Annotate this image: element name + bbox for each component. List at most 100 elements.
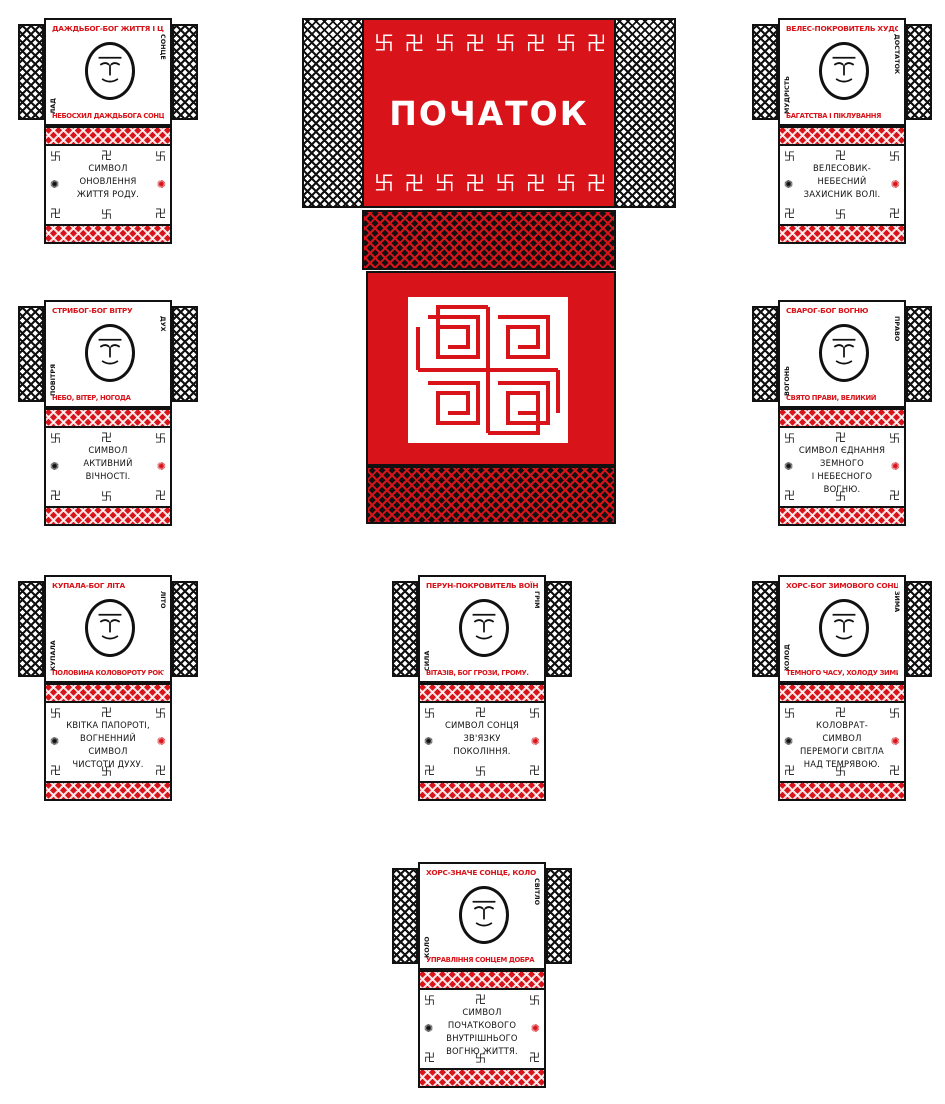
caption-line: ЧИСТОТИ ДУХУ. — [72, 759, 144, 769]
card-side-label-left: ХОЛОД — [783, 644, 791, 671]
deity-card: КУПАЛА-БОГ ЛІТА КУПАЛА ЛІТО ПОЛОВИНА КОЛ… — [18, 575, 198, 801]
card-head: ВЕЛЕС-ПОКРОВИТЕЛЬ ХУДОБИ МУДРІСТЬ ДОСТАТ… — [778, 18, 906, 126]
caption-line: ВОГНЮ ЖИТТЯ. — [446, 1046, 518, 1056]
swastika-icon: 卍 — [50, 764, 61, 777]
card-top-label: ПЕРУН-ПОКРОВИТЕЛЬ ВОЇНІВ — [426, 581, 538, 590]
kolovrat-icon: ✺ — [890, 735, 900, 748]
card-side-label-left: ЛАД — [49, 98, 57, 114]
ornament-strip-top — [778, 408, 906, 428]
center-band-top — [362, 210, 616, 270]
kolovrat-icon: ✺ — [156, 460, 166, 473]
swastika-icon: 卐 — [475, 765, 486, 778]
card-left-wing — [392, 868, 418, 964]
swastika-icon: 卍 — [101, 706, 112, 719]
caption-line: ВОГНЕННИЙ СИМВОЛ — [80, 733, 136, 756]
card-side-label-left: КУПАЛА — [49, 640, 57, 671]
swastika-icon: 卍 — [529, 1051, 540, 1064]
card-right-wing — [546, 581, 572, 677]
caption-line: ЗЕМНОГО — [820, 458, 864, 468]
ornament-strip-top — [44, 408, 172, 428]
card-left-wing — [752, 306, 778, 402]
swastika-icon: 卐 — [50, 707, 61, 720]
deity-card: СТРИБОГ-БОГ ВІТРУ ПОВІТРЯ ДУХ НЕБО, ВІТЕ… — [18, 300, 198, 526]
card-right-wing — [172, 306, 198, 402]
card-panel: 卐 卍 卐 ✺ ✺ СИМВОЛ ПОЧАТКОВОГО ВНУТРІШНЬОГ… — [418, 990, 546, 1068]
caption-line: ЗАХИСНИК ВОЛІ. — [803, 189, 881, 199]
card-bottom-label: НЕБОСХИЛ ДАЖДЬБОГА СОНЦЯ — [52, 112, 164, 120]
card-side-label-left: МУДРІСТЬ — [783, 76, 791, 114]
swastika-icon: 卍 — [50, 207, 61, 220]
deity-face-icon — [459, 599, 509, 657]
kolovrat-icon: ✺ — [784, 178, 794, 191]
caption-line: ПЕРЕМОГИ СВІТЛА — [800, 746, 884, 756]
center-band-bottom — [366, 466, 616, 524]
swastika-icon: 卐 — [155, 707, 166, 720]
card-panel: 卐 卍 卐 ✺ ✺ СИМВОЛ ОНОВЛЕННЯ ЖИТТЯ РОДУ. 卍… — [44, 146, 172, 224]
swastika-icon: 卍 — [424, 1051, 435, 1064]
swastika-icon: 卍 — [155, 207, 166, 220]
caption-line: НАД ТЕМРЯВОЮ. — [803, 759, 881, 769]
swastika-icon: 卍 — [784, 207, 795, 220]
card-caption: СИМВОЛ ЄДНАННЯ ЗЕМНОГО І НЕБЕСНОГО ВОГНЮ… — [798, 444, 886, 496]
card-top-label: СВАРОГ-БОГ ВОГНЮ — [786, 306, 869, 315]
card-bottom-label: УПРАВЛІННЯ СОНЦЕМ ДОБРА — [426, 956, 535, 964]
swastika-icon: 卐 — [50, 432, 61, 445]
deity-face-icon — [819, 324, 869, 382]
card-caption: СИМВОЛ СОНЦЯ ЗВ'ЯЗКУ ПОКОЛІННЯ. — [438, 719, 526, 758]
card-panel: 卐 卍 卐 ✺ ✺ СИМВОЛ АКТИВНИЙ ВІЧНОСТІ. 卍 卐 … — [44, 428, 172, 506]
kolovrat-icon: ✺ — [890, 178, 900, 191]
swastika-icon: 卐 — [424, 994, 435, 1007]
deity-card: ХОРС-ЗНАЧЕ СОНЦЕ, КОЛО КОЛО СВІТЛО УПРАВ… — [392, 862, 572, 1088]
swastika-icon: 卍 — [50, 489, 61, 502]
swastika-icon: 卍 — [889, 764, 900, 777]
swastika-icon: 卍 — [475, 993, 486, 1006]
card-caption: ВЕЛЕСОВИК- НЕБЕСНИЙ ЗАХИСНИК ВОЛІ. — [798, 162, 886, 201]
card-top-label: ХОРС-ЗНАЧЕ СОНЦЕ, КОЛО — [426, 868, 536, 877]
deity-card: ДАЖДЬБОГ-БОГ ЖИТТЯ І ЦЕ ЛАД СОНЦЕ НЕБОСХ… — [18, 18, 198, 244]
page-title: ПОЧАТОК — [389, 94, 589, 133]
card-top-label: ВЕЛЕС-ПОКРОВИТЕЛЬ ХУДОБИ — [786, 24, 898, 33]
swastika-icon: 卐 — [889, 432, 900, 445]
card-caption: СИМВОЛ ОНОВЛЕННЯ ЖИТТЯ РОДУ. — [64, 162, 152, 201]
ornament-strip-bottom — [418, 1068, 546, 1088]
card-side-label-left: КОЛО — [423, 936, 431, 958]
card-top-label: КУПАЛА-БОГ ЛІТА — [52, 581, 125, 590]
kolovrat-icon: ✺ — [50, 178, 60, 191]
kolovrat-icon: ✺ — [784, 460, 794, 473]
deity-face-icon — [85, 42, 135, 100]
card-caption: КОЛОВРАТ-СИМВОЛ ПЕРЕМОГИ СВІТЛА НАД ТЕМР… — [798, 719, 886, 771]
swastika-icon: 卐 — [424, 707, 435, 720]
card-right-wing — [172, 581, 198, 677]
card-left-wing — [752, 581, 778, 677]
kolovrat-icon: ✺ — [50, 460, 60, 473]
swastika-icon: 卐 — [101, 490, 112, 503]
swastika-icon: 卍 — [784, 489, 795, 502]
caption-line: КОЛОВРАТ-СИМВОЛ — [816, 720, 868, 743]
swastika-icon: 卍 — [889, 489, 900, 502]
card-head: СТРИБОГ-БОГ ВІТРУ ПОВІТРЯ ДУХ НЕБО, ВІТЕ… — [44, 300, 172, 408]
card-side-label-right: ПРАВО — [893, 316, 901, 342]
card-panel: 卐 卍 卐 ✺ ✺ СИМВОЛ ЄДНАННЯ ЗЕМНОГО І НЕБЕС… — [778, 428, 906, 506]
deity-face-icon — [819, 599, 869, 657]
ornament-strip-bottom — [44, 506, 172, 526]
card-right-wing — [546, 868, 572, 964]
swastika-icon: 卐 — [155, 432, 166, 445]
deity-face-icon — [459, 886, 509, 944]
card-left-wing — [18, 306, 44, 402]
caption-line: І НЕБЕСНОГО ВОГНЮ. — [811, 471, 873, 494]
card-head: ХОРС-БОГ ЗИМОВОГО СОНЦЯ ХОЛОД ЗИМА ТЕМНО… — [778, 575, 906, 683]
caption-line: СИМВОЛ АКТИВНИЙ — [83, 445, 133, 468]
card-panel: 卐 卍 卐 ✺ ✺ КВІТКА ПАПОРОТІ, ВОГНЕННИЙ СИМ… — [44, 703, 172, 781]
swastika-icon: 卍 — [424, 764, 435, 777]
card-top-label: ХОРС-БОГ ЗИМОВОГО СОНЦЯ — [786, 581, 898, 590]
deity-card: ПЕРУН-ПОКРОВИТЕЛЬ ВОЇНІВ СИЛА ГРІМ ВІТАЗ… — [392, 575, 572, 801]
swastika-icon: 卐 — [835, 208, 846, 221]
swastika-icon: 卐 — [475, 1052, 486, 1065]
kolovrat-icon: ✺ — [530, 1022, 540, 1035]
swastika-border-top: 卐 卍 卐 卍 卐 卍 卐 卍 — [374, 31, 604, 55]
ornament-strip-top — [418, 683, 546, 703]
swastika-icon: 卐 — [529, 707, 540, 720]
card-bottom-label: ТЕМНОГО ЧАСУ, ХОЛОДУ ЗИМИ — [786, 669, 898, 677]
kolovrat-icon: ✺ — [530, 735, 540, 748]
caption-line: ПОКОЛІННЯ. — [453, 746, 511, 756]
